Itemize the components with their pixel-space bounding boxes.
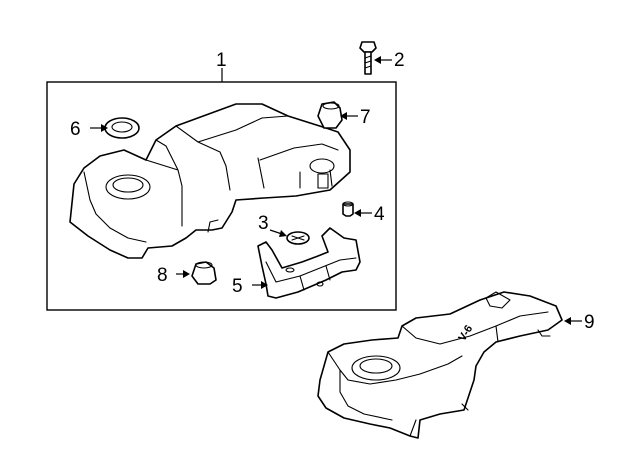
washer-part-3 [286,231,310,245]
callout-2-arrowhead [374,56,381,64]
callout-8-arrowhead [183,270,190,278]
callout-3[interactable]: 3 [258,213,269,234]
bolt-part-2 [359,41,377,75]
grommet-part-6 [104,117,140,139]
callout-2[interactable]: 2 [394,50,405,71]
callout-9-arrowhead [564,317,571,325]
callout-8[interactable]: 8 [157,265,168,286]
callout-3-arrowhead [279,230,287,237]
insulator-part-7 [317,101,343,129]
callout-1[interactable]: 1 [216,50,227,71]
callout-3-leader [269,229,283,235]
callout-7-arrowhead [340,112,347,120]
engine-cover-part-9: V-6 [317,291,563,439]
callout-9[interactable]: 9 [584,312,595,333]
callout-6-arrowhead [101,124,108,132]
stud-part-4 [342,201,354,217]
callout-5[interactable]: 5 [232,276,243,297]
callout-6[interactable]: 6 [70,119,81,140]
engine-cover-upper [69,103,351,259]
callout-4[interactable]: 4 [374,204,385,225]
callout-4-arrowhead [354,209,361,217]
insulator-part-8 [191,261,217,285]
bracket-part-5 [257,227,361,299]
callout-5-arrowhead [261,281,268,289]
callout-7[interactable]: 7 [360,107,371,128]
